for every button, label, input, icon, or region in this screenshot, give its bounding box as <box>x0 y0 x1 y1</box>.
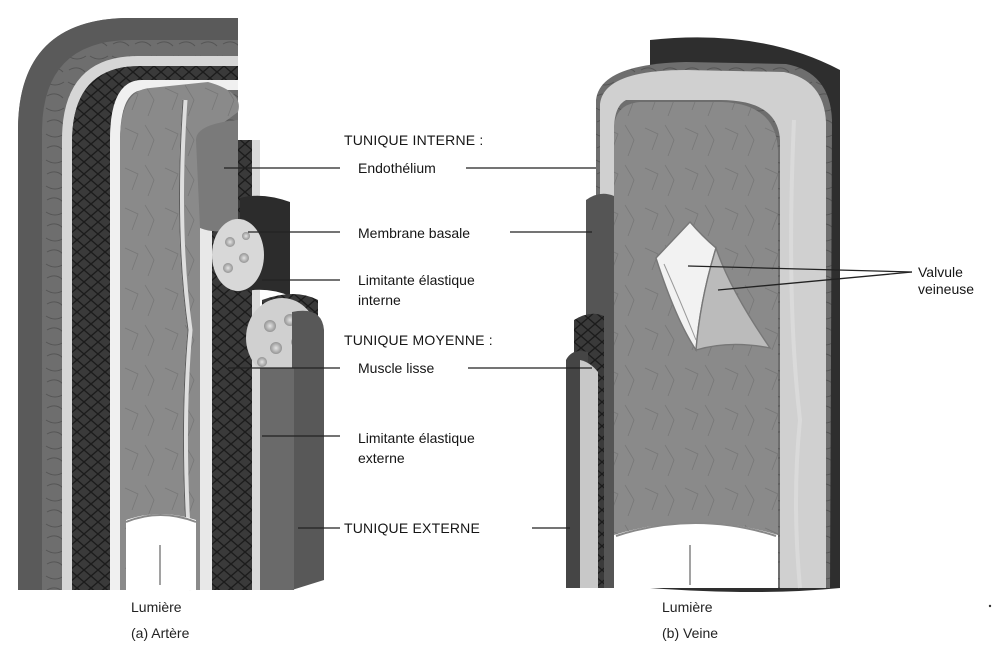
artery-illustration <box>18 18 324 590</box>
label-tunique-interne: TUNIQUE INTERNE : <box>344 130 484 150</box>
caption-artery-lumen: Lumière <box>131 598 182 616</box>
label-limitante-interne-line1: Limitante élastique <box>358 270 475 290</box>
label-tunique-moyenne: TUNIQUE MOYENNE : <box>344 330 493 350</box>
vein-illustration <box>566 37 840 592</box>
label-endothelium: Endothélium <box>358 158 436 178</box>
label-valvule-line2: veineuse <box>918 279 974 299</box>
label-muscle-lisse: Muscle lisse <box>358 358 434 378</box>
label-limitante-externe-line1: Limitante élastique <box>358 428 475 448</box>
label-membrane-basale: Membrane basale <box>358 223 470 243</box>
caption-artery-title: (a) Artère <box>131 624 189 642</box>
caption-vein-title: (b) Veine <box>662 624 718 642</box>
caption-vein-lumen: Lumière <box>662 598 713 616</box>
label-limitante-interne-line2: interne <box>358 290 401 310</box>
label-tunique-externe: TUNIQUE EXTERNE <box>344 518 480 538</box>
label-limitante-externe-line2: externe <box>358 448 405 468</box>
